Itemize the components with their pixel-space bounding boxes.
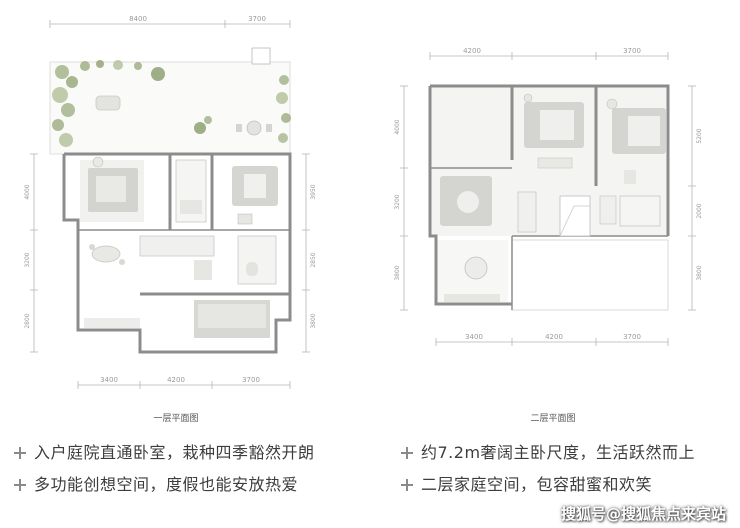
floor2-furniture <box>440 93 666 302</box>
floor2-dim-top-2: 3700 <box>623 47 641 55</box>
floor2-dim-top-1: 4200 <box>463 47 481 55</box>
floor1-dim-right-2: 2850 <box>310 252 317 267</box>
floor2-dim-right-2: 2000 <box>696 203 703 218</box>
floor2-dimension-lines <box>400 85 696 346</box>
floor1-dimension-lines <box>30 153 310 389</box>
floor1-dim-left-1: 4000 <box>24 184 31 199</box>
floor1-walls <box>62 152 292 354</box>
floor2-dim-left-2: 3200 <box>394 194 401 209</box>
floor1-dim-bottom-3: 3700 <box>242 376 260 384</box>
floor1-dim-right-1: 3950 <box>310 184 317 199</box>
floor-plans-drawing: 8400 3700 <box>24 15 703 389</box>
bullet-right-1-text: 约7.2m奢阔主卧尺度，生活跃然而上 <box>421 443 696 462</box>
floor1-dim-bottom-1: 3400 <box>100 376 118 384</box>
floor2-dim-bottom-3: 3700 <box>623 333 641 341</box>
floor1-plan: 8400 3700 <box>24 15 317 389</box>
bullet-left-2: 多功能创想空间，度假也能安放热爱 <box>14 471 298 495</box>
plus-icon <box>14 479 26 491</box>
floor2-dim-bottom-1: 3400 <box>465 333 483 341</box>
plus-icon <box>401 479 413 491</box>
bullet-left-2-text: 多功能创想空间，度假也能安放热爱 <box>34 475 299 494</box>
floor2-dim-right-1: 5200 <box>696 128 703 143</box>
bullet-right-2: 二层家庭空间，包容甜蜜和欢笑 <box>401 471 652 495</box>
floor1-dim-right-3: 3800 <box>310 313 317 328</box>
floor1-dim-left-3: 2800 <box>24 313 31 328</box>
plus-icon <box>14 447 26 459</box>
bullet-right-1: 约7.2m奢阔主卧尺度，生活跃然而上 <box>401 439 695 463</box>
bullet-left-1: 入户庭院直通卧室，栽种四季豁然开朗 <box>14 439 315 463</box>
floor1-dim-left-2: 3200 <box>24 252 31 267</box>
floor1-dim-bottom-2: 4200 <box>167 376 185 384</box>
floor2-walls <box>428 84 670 310</box>
plus-icon <box>401 447 413 459</box>
floor1-garden <box>49 47 291 155</box>
floor2-dim-left-1: 4000 <box>394 119 401 134</box>
floor1-dim-top-2: 3700 <box>248 15 266 23</box>
floor1-title: 一层平面图 <box>153 414 199 424</box>
floor1-dimension-top <box>49 20 291 28</box>
bullet-left-1-text: 入户庭院直通卧室，栽种四季豁然开朗 <box>34 443 315 462</box>
source-watermark: 搜狐号@搜狐焦点来宾站 <box>560 505 726 523</box>
floor2-dim-right-3: 3800 <box>696 265 703 280</box>
floor2-dim-bottom-2: 4200 <box>545 333 563 341</box>
floor1-dim-top-1: 8400 <box>129 15 147 23</box>
floor1-furniture <box>80 156 278 338</box>
floor2-title: 二层平面图 <box>530 414 576 424</box>
floor2-plan: 4200 3700 <box>394 47 703 346</box>
floor2-dim-left-3: 3800 <box>394 265 401 280</box>
bullet-right-2-text: 二层家庭空间，包容甜蜜和欢笑 <box>421 475 653 494</box>
floor2-dimension-top <box>429 52 669 60</box>
